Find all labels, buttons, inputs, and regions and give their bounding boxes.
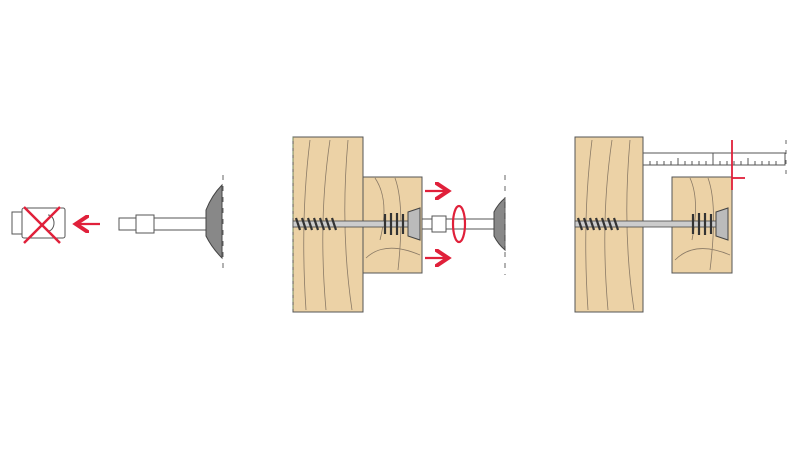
- screw-icon: [574, 207, 729, 241]
- step-1-remove-socket: [11, 175, 224, 270]
- step-2-pull-together: [292, 136, 506, 313]
- ruler-icon: [642, 140, 787, 180]
- step-3-measure: [574, 136, 787, 313]
- socket-crossed-icon: [11, 206, 66, 244]
- driver-bit-icon: [118, 175, 224, 270]
- rotate-icon: [451, 204, 467, 244]
- driver-bit-icon: [421, 175, 506, 275]
- screw-icon: [292, 207, 421, 241]
- measure-mark-icon: [731, 140, 745, 190]
